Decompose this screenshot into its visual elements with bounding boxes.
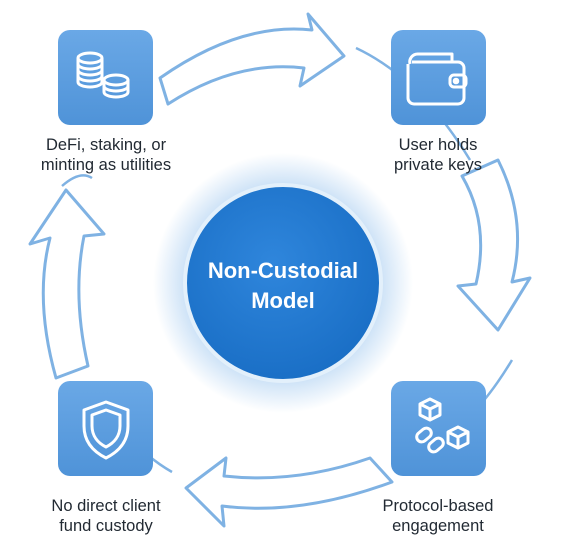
node-label-custody: No direct client fund custody — [51, 497, 161, 535]
node-label-protocol: Protocol-based engagement — [382, 497, 494, 535]
shield-icon — [82, 400, 130, 460]
center-title: Non-Custodial Model — [207, 258, 359, 313]
node-tile-protocol — [391, 381, 486, 476]
arrow-bottom — [184, 456, 394, 528]
linked-blocks-icon — [415, 397, 470, 454]
arrow-inner-tl — [61, 174, 93, 187]
node-label-keys: User holds private keys — [393, 136, 483, 174]
arrow-right — [456, 158, 532, 332]
node-label-defi: DeFi, staking, or minting as utilities — [40, 136, 172, 174]
arrow-top — [158, 12, 346, 106]
arrow-left — [28, 188, 106, 380]
center-circle — [183, 183, 383, 383]
wallet-icon — [406, 52, 468, 106]
node-tile-defi — [58, 30, 153, 125]
node-tile-custody — [58, 381, 153, 476]
node-tile-keys — [391, 30, 486, 125]
coin-stack-icon — [76, 51, 130, 99]
